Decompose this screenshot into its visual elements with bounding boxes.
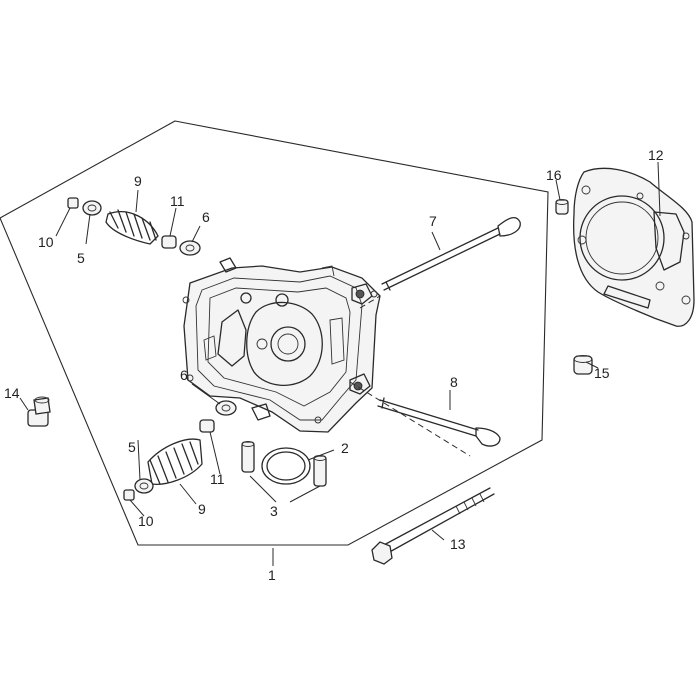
callout-12: 12 — [648, 147, 664, 163]
dowel-pin[interactable] — [555, 199, 569, 215]
callout-11-lower: 11 — [210, 471, 225, 487]
spring-retainer-lower[interactable] — [134, 478, 154, 494]
guide-line-exhaust — [349, 381, 471, 457]
guide-line-stud — [359, 295, 381, 309]
exhaust-gasket-ring[interactable] — [261, 447, 311, 485]
head-gasket[interactable] — [572, 167, 695, 327]
head-bolt[interactable] — [371, 487, 495, 565]
callout-3: 3 — [270, 503, 278, 519]
valve-spring-upper[interactable] — [105, 209, 159, 245]
callout-15: 15 — [594, 365, 610, 381]
callout-1: 1 — [268, 567, 276, 583]
dowel-sleeve[interactable] — [573, 355, 593, 375]
spring-retainer-upper[interactable] — [82, 200, 102, 216]
callout-13: 13 — [450, 536, 466, 552]
intake-valve[interactable] — [381, 216, 521, 291]
callout-16: 16 — [546, 167, 562, 183]
centering-dowel-a[interactable] — [241, 441, 255, 473]
callout-8: 8 — [450, 374, 458, 390]
valve-cotter-lower[interactable] — [123, 489, 135, 501]
callout-10-lower: 10 — [138, 513, 154, 529]
cylinder-head[interactable] — [182, 257, 381, 433]
callout-9-lower: 9 — [198, 501, 206, 517]
callout-5-lower: 5 — [128, 439, 136, 455]
callout-6-lower: 6 — [180, 367, 188, 383]
valve-seal-lower[interactable] — [199, 419, 215, 433]
spring-seat-lower[interactable] — [215, 400, 237, 416]
leader-lines — [19, 161, 661, 566]
centering-dowel-b[interactable] — [313, 455, 327, 487]
callout-11-upper: 11 — [170, 193, 185, 209]
assembly-frame — [0, 120, 549, 546]
plug[interactable] — [27, 396, 51, 427]
callout-6-upper: 6 — [202, 209, 210, 225]
valve-seal-upper[interactable] — [161, 235, 177, 249]
callout-9-upper: 9 — [134, 173, 142, 189]
callout-7: 7 — [429, 213, 437, 229]
spring-seat-upper[interactable] — [179, 240, 201, 256]
valve-cotter-upper[interactable] — [67, 197, 79, 209]
exhaust-valve[interactable] — [377, 397, 501, 447]
callout-10-upper: 10 — [38, 234, 54, 250]
callout-2: 2 — [341, 440, 349, 456]
callout-5-upper: 5 — [77, 250, 85, 266]
valve-spring-lower[interactable] — [147, 438, 203, 485]
callout-14: 14 — [4, 385, 20, 401]
